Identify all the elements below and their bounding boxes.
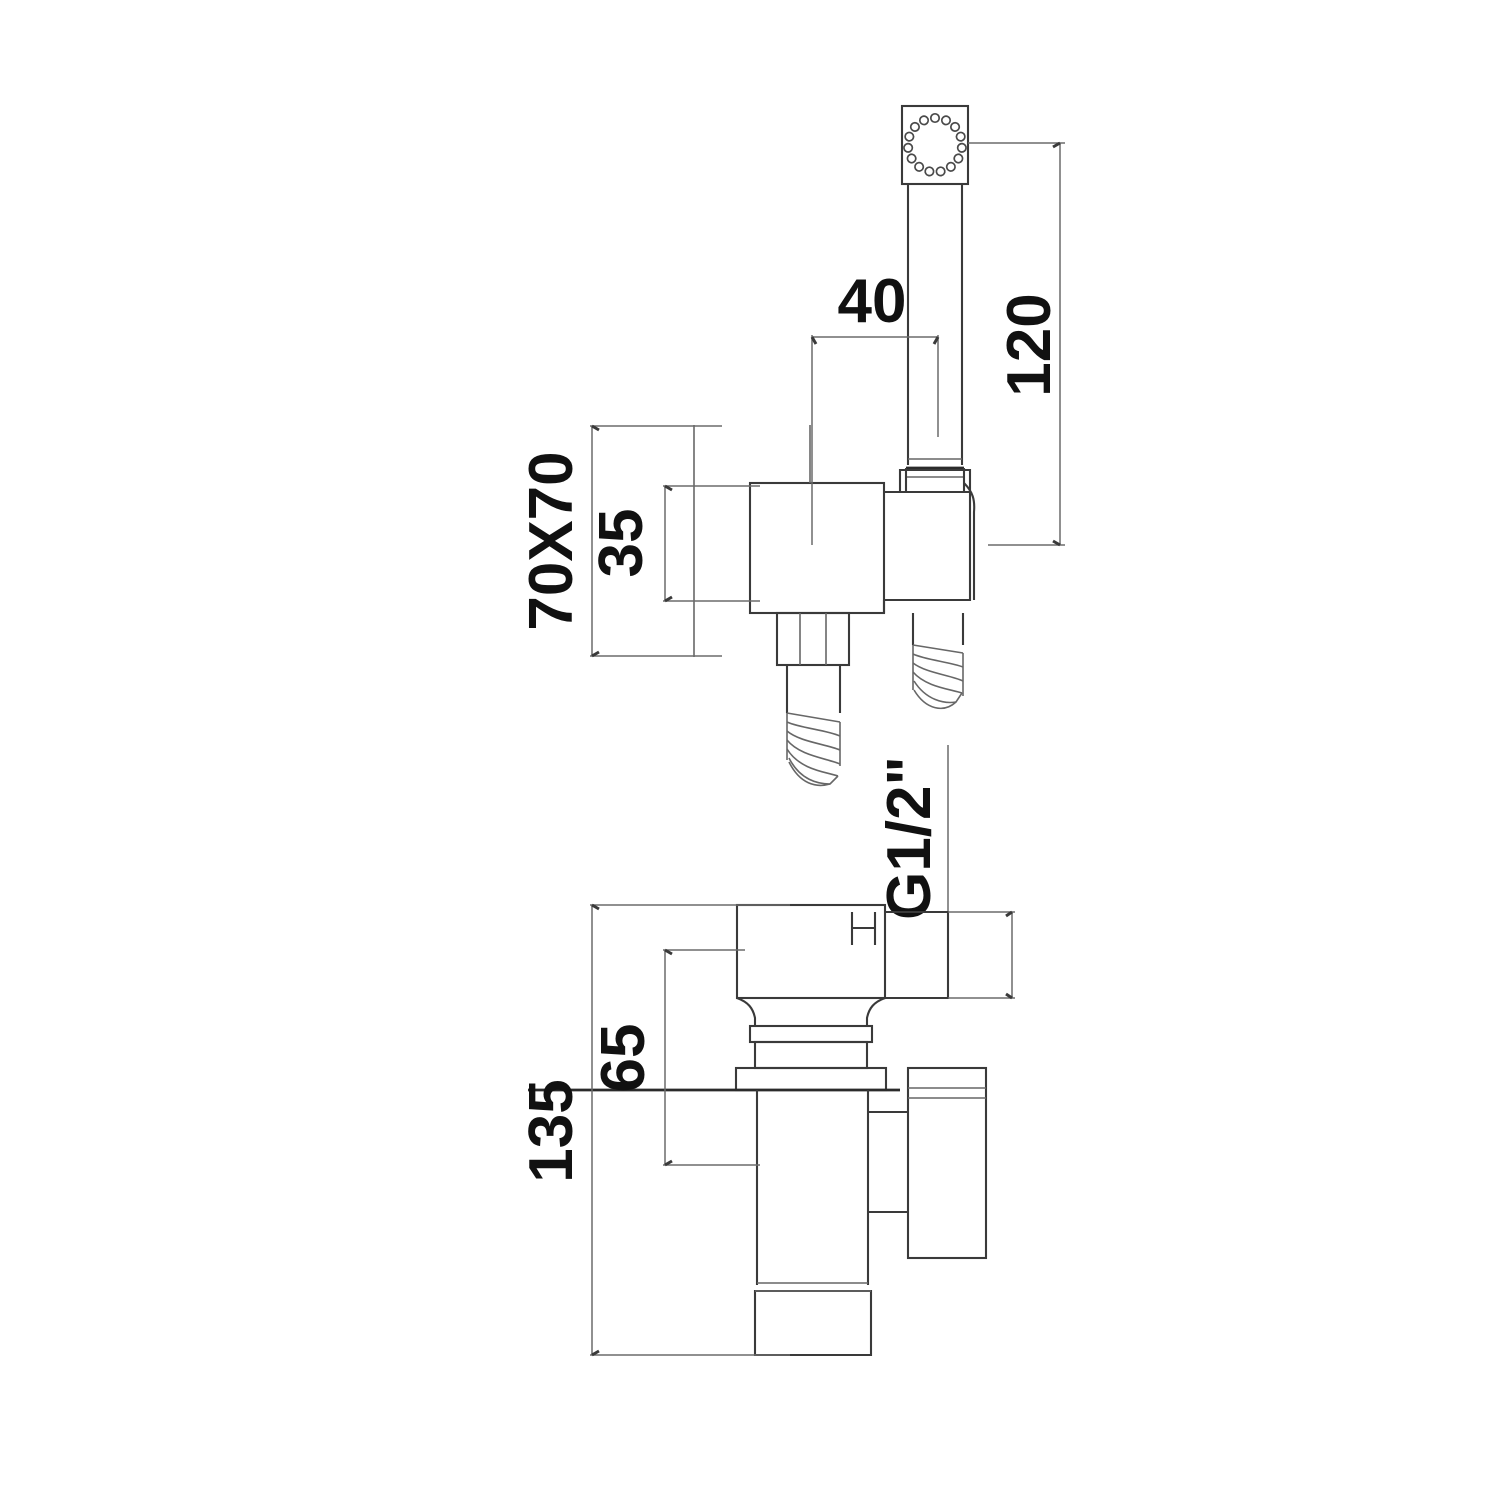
inlet-threaded-connector-left xyxy=(775,611,851,787)
dimension-65: 65 xyxy=(589,948,760,1167)
handle-neck-right xyxy=(865,997,886,1026)
outlet-body xyxy=(748,425,976,615)
escutcheon-flange xyxy=(734,1066,888,1092)
handle-arm-extension-marks xyxy=(948,910,1015,1000)
dim-135-label: 135 xyxy=(517,1079,586,1182)
connector-thread-left xyxy=(786,712,841,787)
handle-right-arm xyxy=(885,910,950,1000)
dim-65-label: 65 xyxy=(589,1024,658,1093)
upper-assembly-view: 120 40 70X70 35 G1/2" xyxy=(517,104,1065,928)
outlet-right-wing xyxy=(884,490,972,602)
dim-g12-label: G1/2" xyxy=(875,756,944,920)
shower-handset xyxy=(900,104,970,494)
handset-base-seat xyxy=(904,483,966,494)
dim-35-label: 35 xyxy=(587,509,656,578)
holder-nose-profile xyxy=(963,482,976,600)
valve-escutcheon-stack xyxy=(528,1024,900,1092)
dim-65-arrows xyxy=(664,948,673,1167)
side-lever-body xyxy=(906,1066,988,1260)
dim-120-arrows xyxy=(1052,141,1061,547)
dimension-40: 40 xyxy=(810,267,940,545)
connector-hex-nut-left xyxy=(775,611,851,667)
valve-side-lever xyxy=(868,1066,988,1260)
side-lever-grip-lines xyxy=(908,1087,986,1099)
dim-120-label: 120 xyxy=(995,293,1064,396)
escutcheon-body xyxy=(753,1040,869,1070)
dim-40-label: 40 xyxy=(838,267,907,336)
valve-barrel-end-cap xyxy=(753,1289,873,1357)
outlet-main-block xyxy=(748,481,886,615)
handset-head xyxy=(900,104,970,186)
handle-neck-left xyxy=(736,997,757,1026)
handset-nozzle-ring xyxy=(903,112,967,177)
handle-arm-dim-arrows xyxy=(1005,910,1013,1000)
connector-hex-facets-left xyxy=(799,613,827,665)
connector-shank-left xyxy=(785,665,842,713)
handset-shaft xyxy=(906,184,964,465)
valve-barrel xyxy=(753,1090,873,1357)
dim-70x70-arrows xyxy=(591,424,600,658)
valve-handle-block xyxy=(735,903,950,1026)
dimension-135: 135 xyxy=(517,903,790,1357)
dimension-70x70: 70X70 xyxy=(517,424,722,658)
dim-35-arrows xyxy=(664,484,673,603)
handset-holder-bracket xyxy=(898,468,972,492)
dim-40-arrows xyxy=(810,336,940,345)
handle-body xyxy=(735,903,887,1000)
side-lever-neck xyxy=(868,1110,908,1214)
valve-barrel-sides xyxy=(755,1090,870,1285)
handle-indicator-mark-icon xyxy=(850,912,877,945)
inlet-threaded-connector-right xyxy=(911,613,965,710)
dim-135-arrows xyxy=(591,903,600,1357)
dimension-35: 35 xyxy=(587,484,760,603)
dimension-g12: G1/2" xyxy=(875,745,949,928)
lower-assembly-view: 135 65 xyxy=(517,903,1015,1357)
connector-thread-right xyxy=(912,644,964,710)
escutcheon-collar-ring xyxy=(748,1024,874,1044)
dim-70x70-label: 70X70 xyxy=(517,451,586,630)
dimension-120: 120 xyxy=(968,141,1065,547)
connector-shank-right xyxy=(911,613,965,645)
